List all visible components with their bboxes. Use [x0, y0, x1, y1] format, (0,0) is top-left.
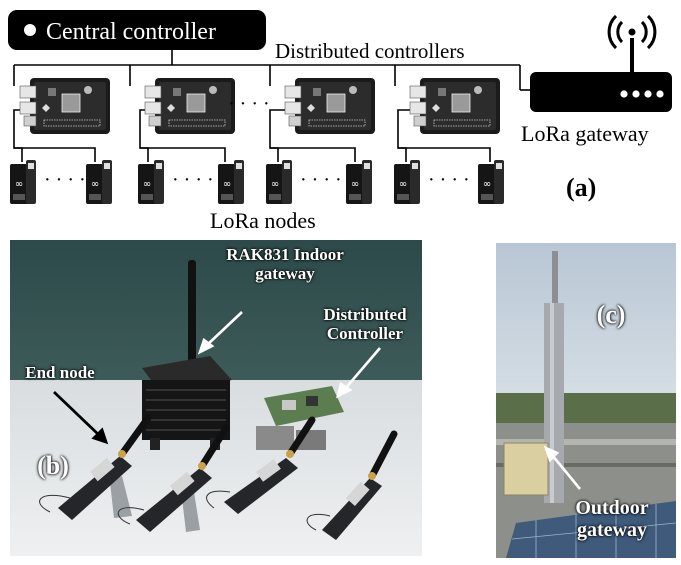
svg-text:· · · ·: · · · ·	[172, 169, 214, 191]
central-controller-label: Central controller	[46, 19, 216, 45]
lora-gateway-icon	[530, 14, 672, 112]
controller-label-line2: Controller	[326, 323, 404, 343]
gateway-label-line2: gateway	[255, 263, 315, 283]
indoor-photo-scene	[10, 240, 422, 556]
bus-lines	[13, 50, 530, 162]
outdoor-label-line1: Outdoor	[575, 497, 649, 519]
svg-text:· · · ·: · · · ·	[300, 169, 342, 191]
panel-c-label: (c)	[596, 300, 626, 329]
network-diagram: ∞ Central controller Distributed control…	[8, 10, 672, 233]
panel-a-label: (a)	[566, 173, 596, 202]
outdoor-photo-scene	[496, 243, 676, 558]
svg-text:· · · ·: · · · ·	[44, 169, 86, 191]
controller-label-line1: Distributed	[323, 305, 407, 324]
gateway-label-line1: RAK831 Indoor	[226, 245, 344, 264]
lora-nodes-label: LoRa nodes	[210, 208, 316, 233]
outdoor-gateway-photo: (c) Outdoor gateway	[496, 243, 676, 558]
central-controller-box	[8, 10, 266, 50]
svg-text:· · · ·: · · · ·	[428, 169, 470, 191]
distributed-controllers-label: Distributed controllers	[275, 39, 465, 63]
lora-gateway-label: LoRa gateway	[521, 121, 649, 146]
panel-b-label: (b)	[37, 451, 69, 480]
outdoor-label-line2: gateway	[577, 519, 647, 541]
end-node-label: End node	[25, 363, 95, 382]
svg-text:· · · ·: · · · ·	[228, 93, 270, 115]
indoor-setup-photo: RAK831 Indoor gateway Distributed Contro…	[10, 240, 422, 556]
